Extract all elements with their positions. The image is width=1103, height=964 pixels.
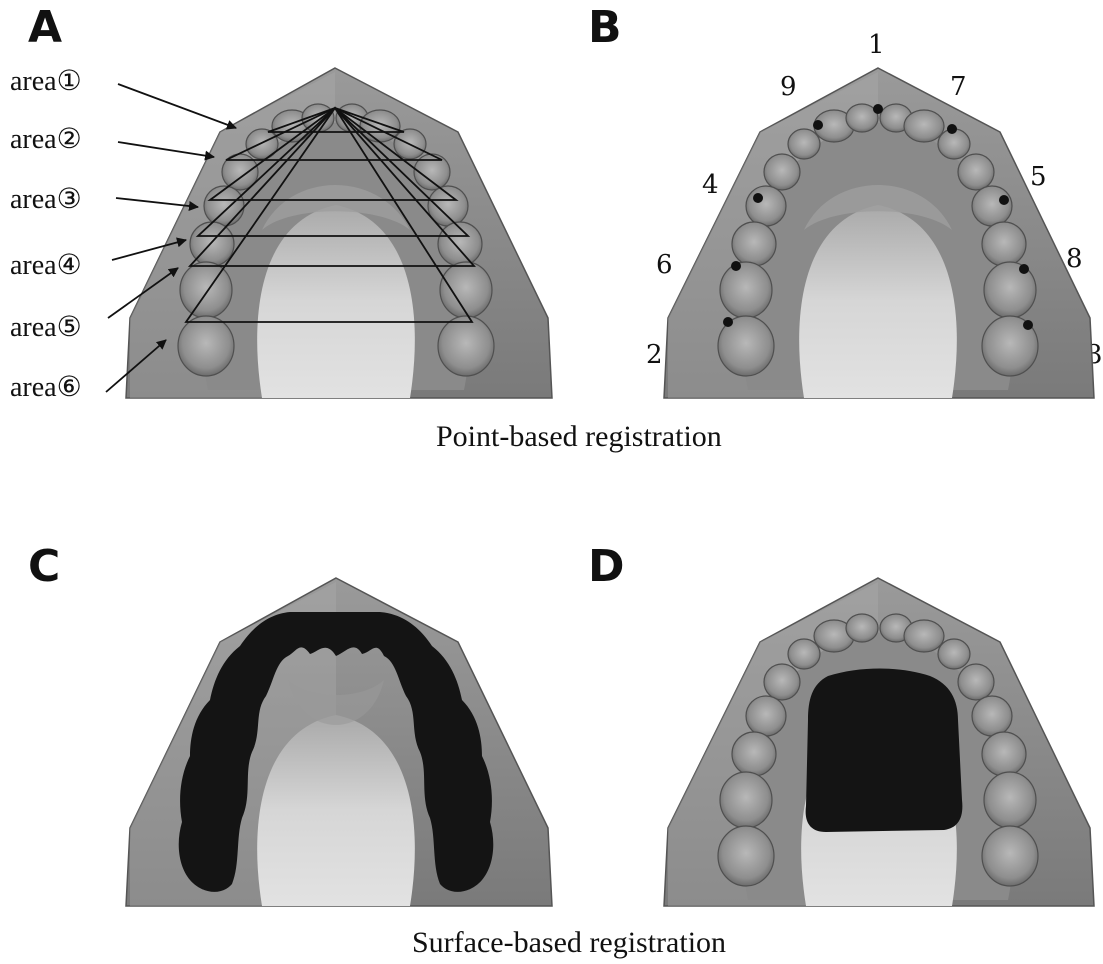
dental-model-c: [126, 578, 552, 906]
dental-model-a: [106, 68, 552, 398]
landmark-point-4: [753, 193, 763, 203]
dental-model-b: [664, 68, 1094, 398]
landmark-point-1: [873, 104, 883, 114]
landmark-point-9: [813, 120, 823, 130]
landmark-point-7: [947, 124, 957, 134]
landmark-point-3: [1023, 320, 1033, 330]
dental-model-d: [664, 578, 1094, 906]
landmark-point-6: [731, 261, 741, 271]
palate-mask: [806, 669, 963, 833]
landmark-point-2: [723, 317, 733, 327]
landmark-point-8: [1019, 264, 1029, 274]
landmark-point-5: [999, 195, 1009, 205]
